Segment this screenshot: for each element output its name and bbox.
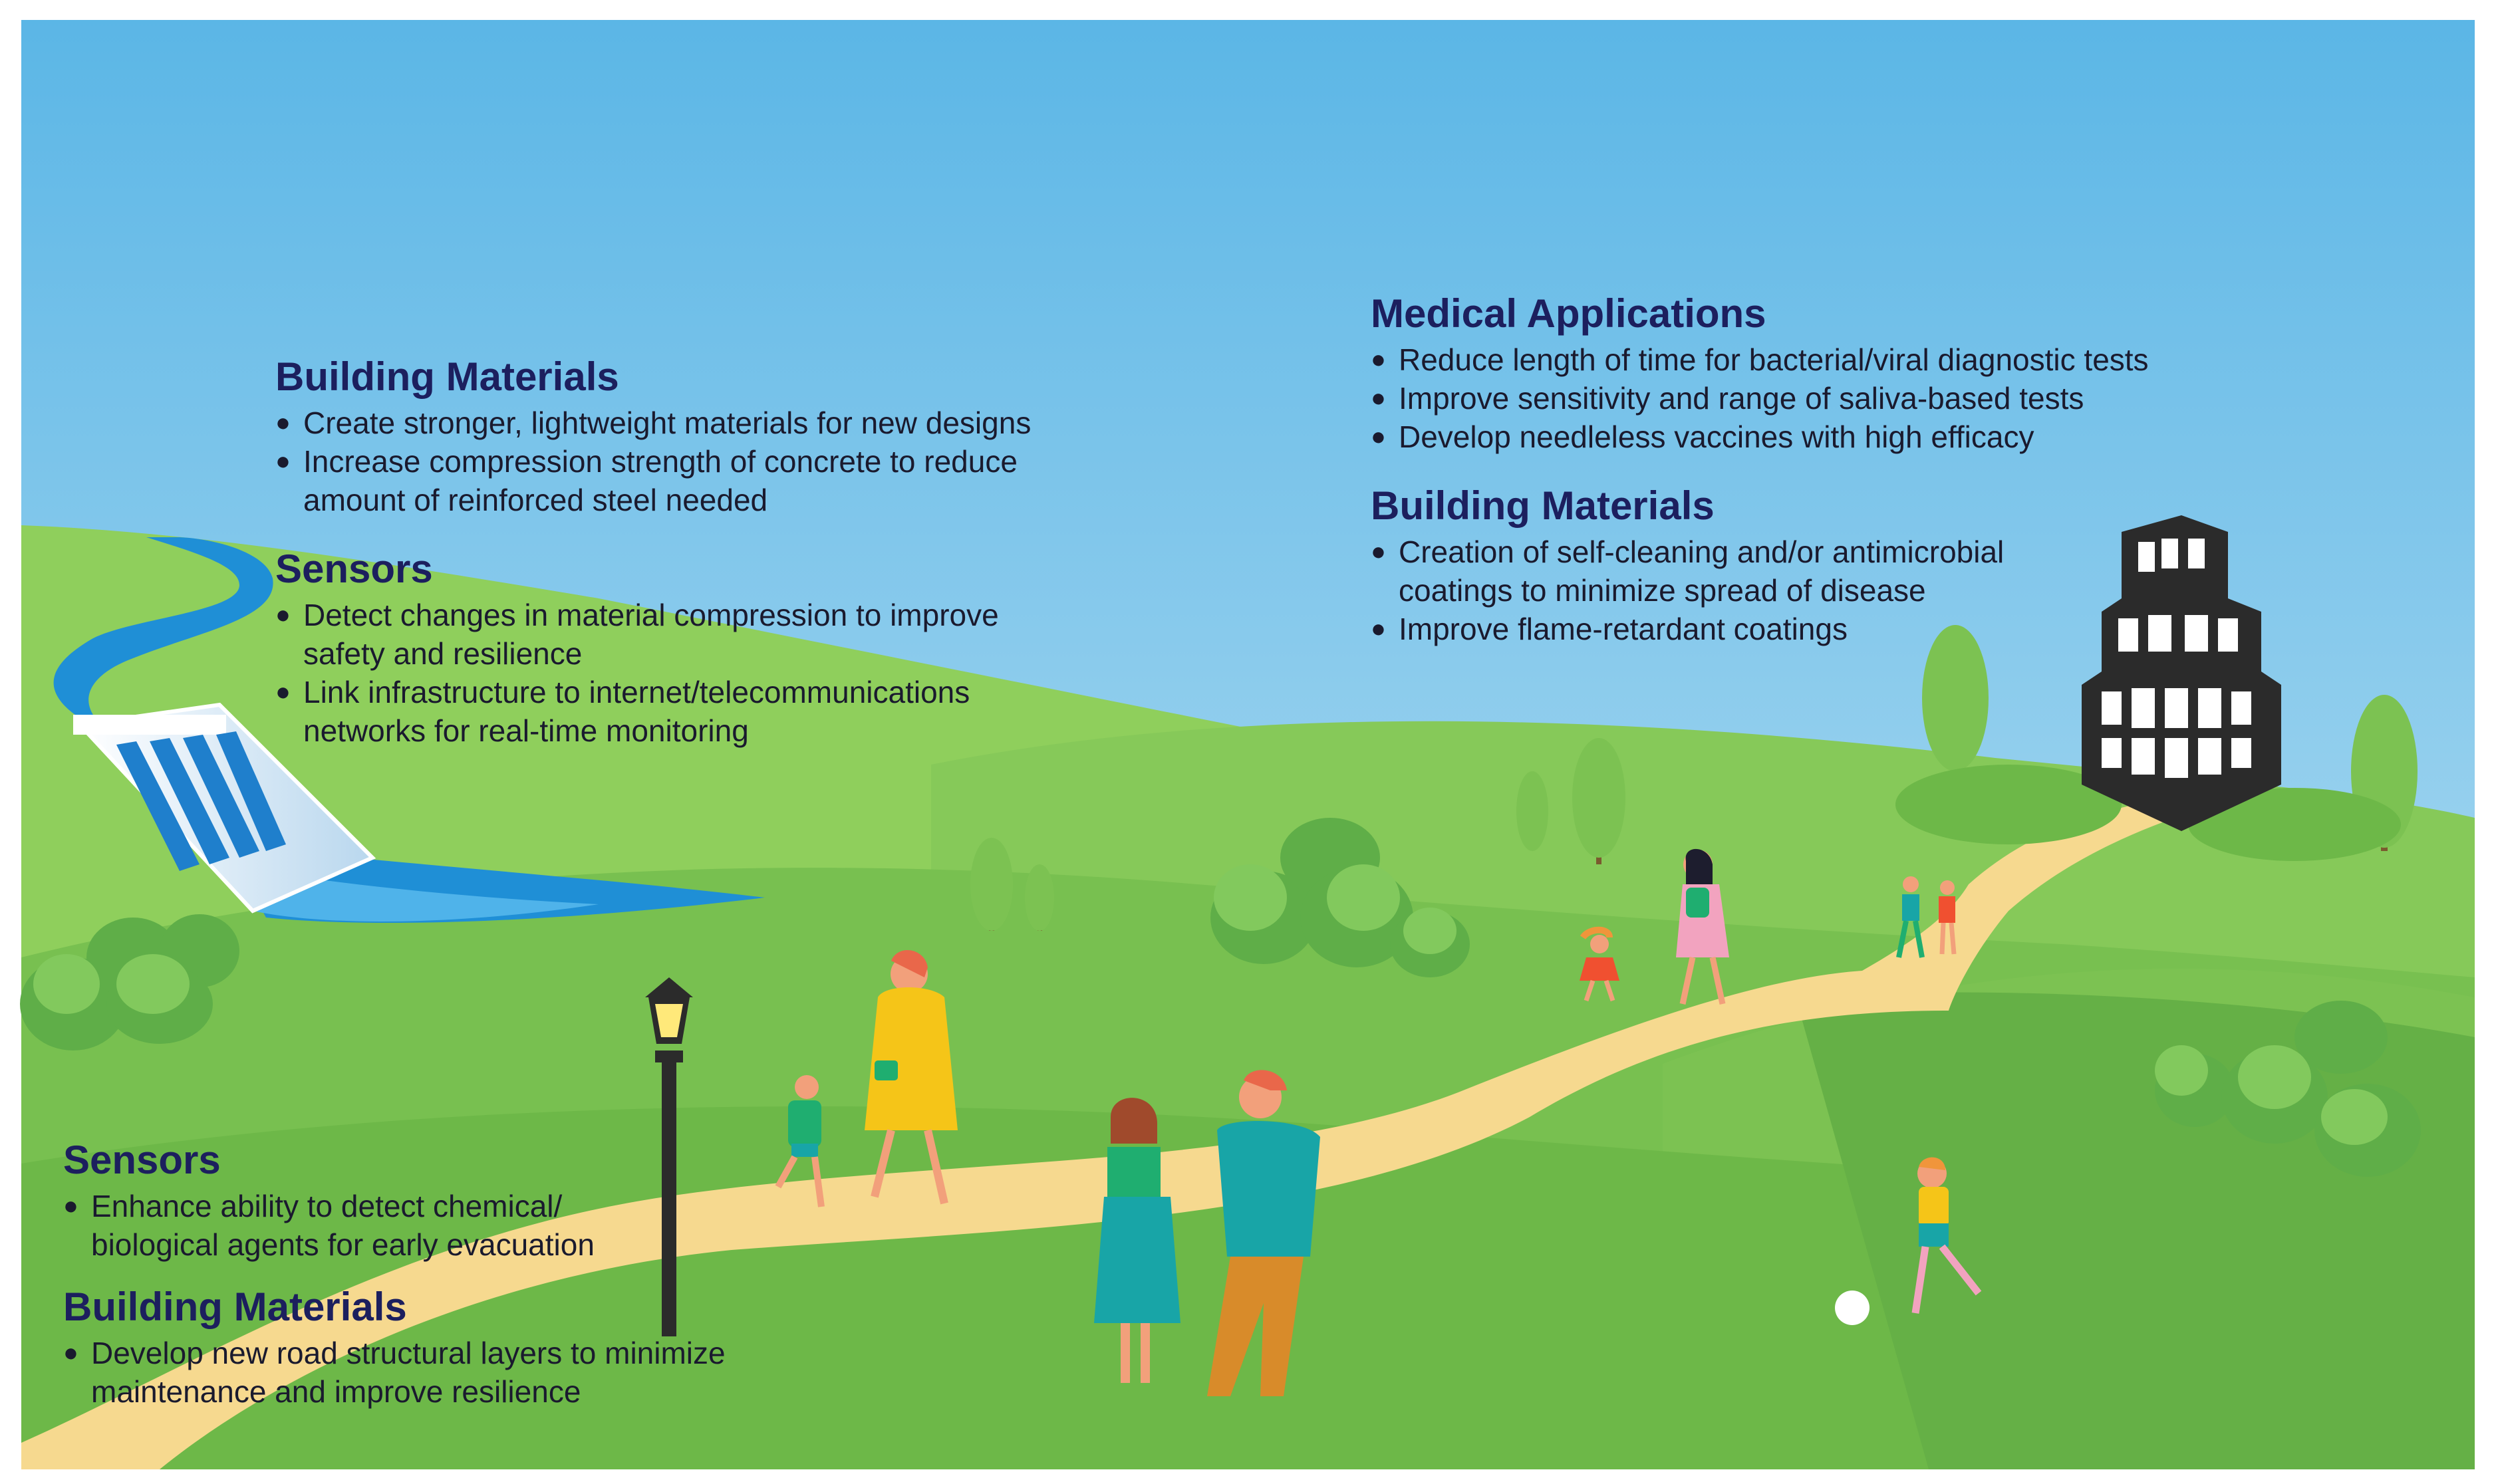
heading: Sensors	[275, 547, 433, 591]
list-item: Detect changes in material compression t…	[275, 596, 1088, 673]
heading: Medical Applications	[1371, 291, 1766, 336]
tree-icon	[970, 838, 1013, 931]
heading: Building Materials	[1371, 483, 1715, 528]
building-materials-block-3: Building Materials Develop new road stru…	[63, 1284, 795, 1411]
person-icon	[1094, 1098, 1180, 1383]
list-item: Develop needleless vaccines with high ef…	[1371, 418, 2302, 456]
person-icon	[1896, 876, 1925, 958]
dam-icon	[73, 702, 376, 914]
person-icon	[1676, 848, 1729, 1005]
upper-right-panel: Medical Applications Reduce length of ti…	[1371, 291, 2302, 648]
list-item: Develop new road structural layers to mi…	[63, 1334, 783, 1411]
upper-left-panel: Building Materials Create stronger, ligh…	[275, 354, 1140, 750]
tree-icon	[1516, 771, 1548, 851]
list-item: Enhance ability to detect chemical/ biol…	[63, 1187, 663, 1264]
heading: Sensors	[63, 1138, 221, 1182]
medical-applications-block: Medical Applications Reduce length of ti…	[1371, 291, 2302, 456]
tree-icon	[1922, 625, 1989, 778]
lower-left-panel: Sensors Enhance ability to detect chemic…	[63, 1137, 795, 1411]
building-materials-block-2: Building Materials Creation of self-clea…	[1371, 483, 2302, 648]
heading: Building Materials	[63, 1285, 407, 1329]
sensors-block-1: Sensors Detect changes in material compr…	[275, 546, 1140, 750]
list-item: Creation of self-cleaning and/or antimic…	[1371, 533, 2077, 610]
people	[775, 848, 1982, 1396]
bullet-list: Reduce length of time for bacterial/vira…	[1371, 340, 2302, 456]
bullet-list: Create stronger, lightweight materials f…	[275, 404, 1140, 519]
tree-icon	[1572, 738, 1625, 864]
list-item: Reduce length of time for bacterial/vira…	[1371, 340, 2302, 379]
bullet-list: Creation of self-cleaning and/or antimic…	[1371, 533, 2302, 648]
bullet-list: Detect changes in material compression t…	[275, 596, 1140, 750]
sensors-block-2: Sensors Enhance ability to detect chemic…	[63, 1137, 795, 1264]
building-materials-block-1: Building Materials Create stronger, ligh…	[275, 354, 1140, 519]
bushes	[20, 765, 2421, 1177]
street-lamp-icon	[645, 977, 693, 1336]
person-icon	[1580, 926, 1619, 1002]
list-item: Create stronger, lightweight materials f…	[275, 404, 1140, 442]
list-item: Link infrastructure to internet/telecomm…	[275, 673, 1088, 750]
person-icon	[865, 949, 958, 1205]
ball-icon	[1835, 1291, 1870, 1325]
person-icon	[775, 1075, 825, 1207]
bush-icon	[1895, 765, 2401, 861]
bullet-list: Develop new road structural layers to mi…	[63, 1334, 795, 1411]
list-item: Increase compression strength of concret…	[275, 442, 1088, 519]
heading: Building Materials	[275, 354, 619, 399]
tree-icon	[1025, 864, 1054, 931]
list-item: Improve flame-retardant coatings	[1371, 610, 2302, 648]
list-item: Improve sensitivity and range of saliva-…	[1371, 379, 2302, 418]
trees	[970, 625, 2418, 931]
bullet-list: Enhance ability to detect chemical/ biol…	[63, 1187, 795, 1264]
person-icon	[1939, 880, 1957, 955]
person-icon	[1911, 1157, 1982, 1314]
person-icon	[1207, 1070, 1320, 1396]
